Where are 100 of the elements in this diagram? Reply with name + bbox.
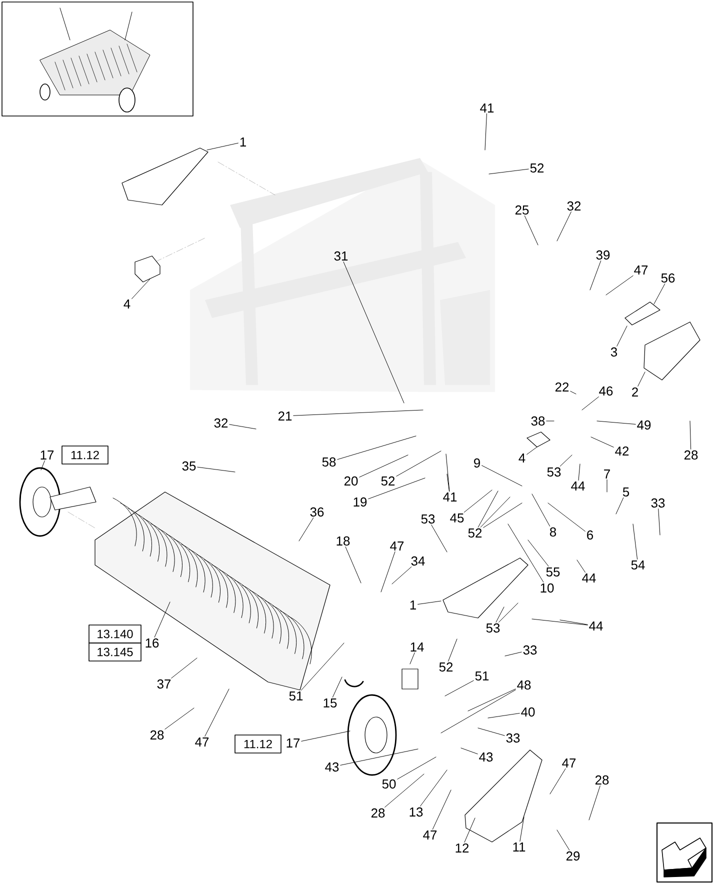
leader-line <box>532 494 550 526</box>
leader-line <box>206 142 238 150</box>
callout-number: 33 <box>523 645 537 655</box>
callout-number: 33 <box>651 498 665 508</box>
leader-line <box>359 454 408 478</box>
callout-number: 7 <box>604 470 610 478</box>
callout-number: 5 <box>622 487 630 496</box>
callout-number: 41 <box>443 492 457 502</box>
callout-number: 43 <box>325 762 339 772</box>
leader-line <box>293 410 424 416</box>
callout-number: 47 <box>423 830 437 840</box>
callout-number: 53 <box>547 467 561 477</box>
callout-number: 3 <box>610 347 618 357</box>
leader-line <box>229 424 256 430</box>
callout-number: 28 <box>150 730 164 740</box>
leader-line <box>300 642 344 691</box>
callout-number: 52 <box>381 476 395 486</box>
callout-number: 51 <box>475 671 489 680</box>
callout-number: 15 <box>324 698 337 708</box>
leader-line <box>560 620 588 625</box>
callout-number: 52 <box>530 163 544 173</box>
leader-line <box>440 690 516 734</box>
callout-number: 40 <box>521 707 535 717</box>
leader-line <box>204 688 230 737</box>
leader-line <box>478 490 498 528</box>
callout-number: 47 <box>634 266 648 274</box>
callout-number: 35 <box>182 461 196 471</box>
leader-line <box>164 708 194 730</box>
leader-line <box>570 390 576 394</box>
leader-line <box>478 728 505 736</box>
leader-line <box>460 748 478 754</box>
callout-number: 17 <box>40 450 54 460</box>
leader-line <box>532 618 588 626</box>
callout-number: 12 <box>456 843 469 853</box>
callout-number: 41 <box>480 104 494 112</box>
leader-line <box>464 818 476 843</box>
reference-box: 11.12 <box>234 734 282 754</box>
callout-number: 39 <box>596 250 610 260</box>
leader-line <box>464 490 492 513</box>
callout-number: 16 <box>146 638 159 648</box>
leader-line <box>337 436 416 460</box>
leader-line <box>483 502 522 528</box>
leader-line <box>482 465 522 486</box>
leader-line <box>504 652 522 656</box>
leader-line <box>556 212 572 242</box>
leader-line <box>590 436 614 448</box>
leader-line <box>606 479 608 492</box>
reference-box: 13.140 <box>88 624 142 644</box>
leader-line <box>446 474 450 492</box>
callout-number: 22 <box>555 382 569 392</box>
reference-box: 11.12 <box>62 446 108 464</box>
callout-number: 4 <box>124 300 130 308</box>
callout-number: 54 <box>631 560 645 570</box>
callout-number: 32 <box>567 201 581 211</box>
callout-number: 38 <box>531 416 545 426</box>
leader-line <box>345 546 362 584</box>
callout-number: 1 <box>410 600 416 610</box>
callout-number: 14 <box>410 642 424 652</box>
leader-line <box>596 420 636 425</box>
callout-number: 11 <box>513 842 526 852</box>
leader-line <box>590 260 602 290</box>
callout-number: 42 <box>615 446 629 456</box>
leader-line <box>606 275 634 296</box>
leader-line <box>420 770 448 806</box>
leader-line <box>578 464 580 481</box>
callout-number: 47 <box>390 542 404 550</box>
leader-line <box>368 478 426 500</box>
callout-number: 36 <box>310 507 324 517</box>
callout-number: 33 <box>506 733 520 743</box>
callout-number: 28 <box>595 775 609 785</box>
callout-number: 31 <box>334 251 348 261</box>
leader-line <box>40 460 45 470</box>
leader-line <box>654 284 666 304</box>
callout-number: 53 <box>486 623 500 633</box>
callout-number: 8 <box>550 527 556 537</box>
callout-number: 55 <box>546 567 560 576</box>
callout-number: 51 <box>289 691 303 700</box>
leader-line <box>468 688 516 712</box>
callout-number: 32 <box>214 418 228 428</box>
leader-line <box>488 168 529 174</box>
leader-line <box>132 278 150 300</box>
leader-line <box>444 680 474 696</box>
leader-line <box>332 676 342 698</box>
leader-line <box>384 774 424 808</box>
callout-number: 49 <box>637 420 651 430</box>
leader-line <box>340 748 418 766</box>
leader-line <box>632 524 638 560</box>
callout-number: 43 <box>479 752 493 762</box>
leader-line <box>301 730 350 742</box>
leader-line <box>418 600 442 605</box>
callout-number: 47 <box>195 738 209 746</box>
leader-line <box>392 566 412 584</box>
leader-line <box>690 420 692 450</box>
callout-number: 21 <box>278 411 292 421</box>
leader-line <box>588 786 600 820</box>
leader-line <box>488 713 520 718</box>
leader-line <box>396 450 442 476</box>
callout-number: 52 <box>439 662 453 672</box>
leader-line <box>380 551 396 592</box>
callout-number: 37 <box>157 679 171 689</box>
